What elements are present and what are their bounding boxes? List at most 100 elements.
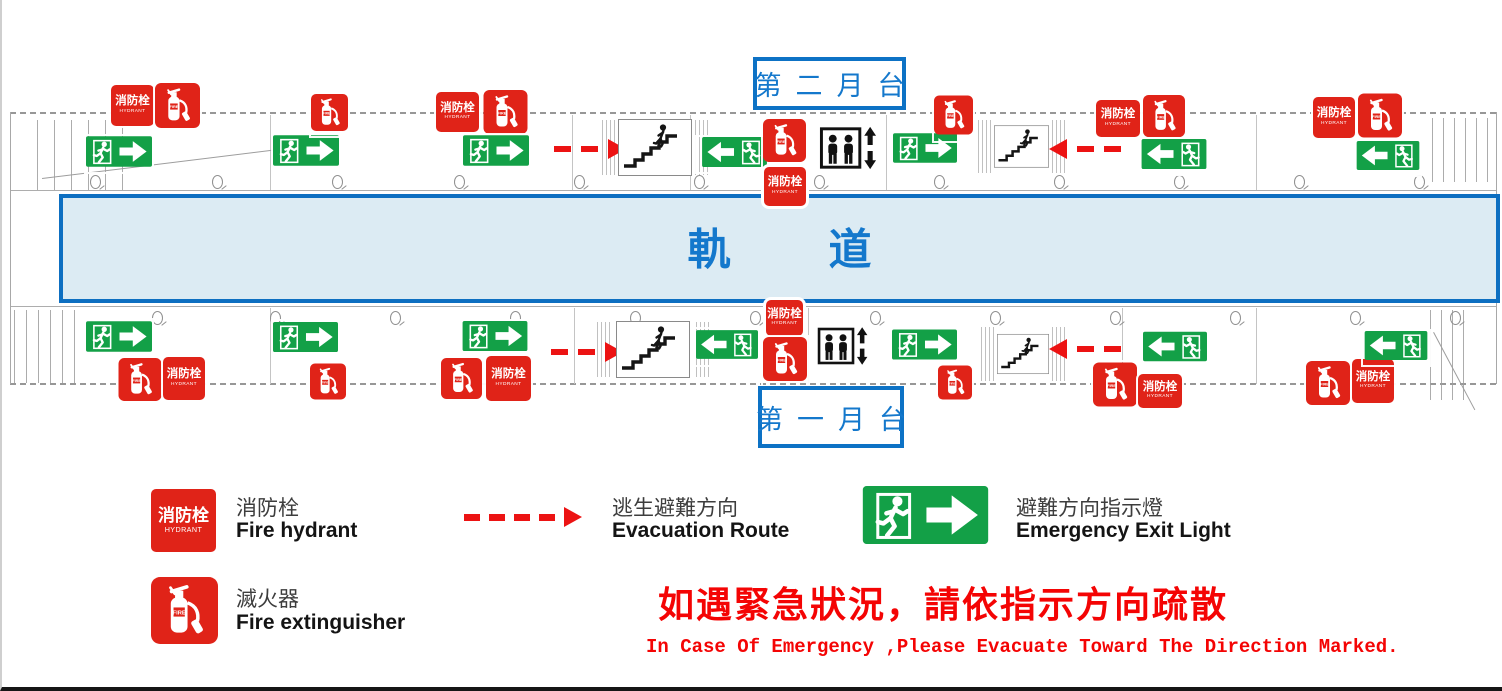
svg-text:FIRE: FIRE	[949, 381, 956, 385]
evacuation-arrow-right	[554, 139, 626, 159]
fire-extinguisher-graphic: FIRE	[1306, 361, 1350, 405]
fire-extinguisher-graphic: FIRE	[483, 90, 528, 134]
hydrant-en-label: HYDRANT	[119, 108, 146, 114]
legend-emergency-exit-light-icon	[859, 486, 992, 549]
exit-light-sign-left	[1143, 331, 1207, 367]
hydrant-zh-label: 消防栓	[158, 506, 209, 526]
elevator-icon	[816, 324, 870, 373]
svg-text:FIRE: FIRE	[132, 379, 141, 383]
hydrant-zh-label: 消防栓	[1355, 370, 1391, 383]
fire-extinguisher-graphic: FIRE	[1358, 93, 1402, 138]
fire-hydrant-sign: 消防栓 HYDRANT	[486, 356, 531, 401]
exit-light-sign-right	[273, 321, 338, 358]
route-dash	[1104, 346, 1121, 352]
plan-line	[10, 190, 1497, 191]
plan-line	[886, 115, 887, 190]
svg-text:FIRE: FIRE	[323, 112, 330, 116]
exit-light-graphic	[1356, 141, 1420, 170]
fire-hydrant-sign: 消防栓 HYDRANT	[766, 300, 803, 336]
svg-text:FIRE: FIRE	[454, 378, 463, 382]
plan-line	[1256, 308, 1257, 384]
plan-line	[1430, 310, 1474, 400]
elevator-graphic	[816, 325, 870, 367]
fire-extinguisher-sign: FIRE	[934, 94, 973, 141]
plan-line	[572, 115, 573, 190]
hydrant-en-label: HYDRANT	[771, 321, 798, 327]
legend-fire-extinguisher-zh: 滅火器	[236, 588, 299, 611]
hydrant-en-label: HYDRANT	[171, 381, 197, 387]
fire-extinguisher-graphic: FIRE	[310, 363, 346, 400]
plan-line	[574, 175, 585, 189]
exit-light-graphic	[892, 329, 957, 360]
plan-line	[574, 308, 575, 384]
warning-chinese: 如遇緊急狀況，請依指示方向疏散	[658, 584, 1229, 626]
fire-extinguisher-sign: FIRE	[1093, 362, 1137, 412]
elevator-icon	[818, 124, 879, 177]
plan-line	[1122, 308, 1123, 384]
stairs-icon	[613, 321, 693, 383]
hydrant-en-label: HYDRANT	[1105, 121, 1131, 127]
fire-extinguisher-graphic: FIRE	[311, 94, 348, 131]
exit-light-graphic	[273, 321, 338, 353]
fire-hydrant-sign: 消防栓 HYDRANT	[1313, 97, 1355, 138]
plan-line	[212, 175, 223, 189]
exit-light-sign-right	[273, 135, 339, 171]
plan-line	[454, 175, 465, 189]
route-dash	[578, 349, 595, 355]
stairs-icon	[618, 119, 692, 181]
stairs-graphic	[994, 125, 1049, 168]
route-dash	[1077, 346, 1094, 352]
legend-fire-hydrant-icon: 消防栓 HYDRANT	[151, 489, 216, 552]
track-label: 軌道	[687, 226, 970, 275]
exit-light-graphic	[463, 135, 529, 166]
platform-2-label: 第二月台	[753, 57, 906, 110]
plan-line	[934, 175, 945, 189]
exit-light-graphic	[273, 135, 339, 166]
fire-hydrant-sign: 消防栓 HYDRANT	[1138, 374, 1182, 408]
svg-text:FIRE: FIRE	[777, 359, 786, 363]
svg-text:FIRE: FIRE	[498, 112, 507, 116]
hydrant-en-label: HYDRANT	[495, 381, 522, 387]
fire-extinguisher-sign: FIRE	[938, 364, 972, 406]
svg-text:FIRE: FIRE	[170, 104, 179, 109]
evacuation-arrow-left	[1049, 339, 1131, 359]
svg-text:FIRE: FIRE	[947, 114, 955, 118]
fire-extinguisher-graphic: FIRE	[441, 358, 482, 399]
fire-extinguisher-sign: FIRE	[155, 83, 200, 133]
svg-text:FIRE: FIRE	[1107, 384, 1116, 388]
exit-light-graphic	[1141, 139, 1207, 169]
platform-2-label-text: 第二月台	[754, 71, 919, 101]
exit-light-sign-left	[1141, 139, 1207, 174]
fire-extinguisher-sign: FIRE	[1306, 361, 1350, 410]
fire-extinguisher-sign: FIRE	[1358, 93, 1402, 143]
hydrant-zh-label: 消防栓	[1100, 108, 1136, 121]
legend-emergency-exit-light-en: Emergency Exit Light	[1016, 519, 1231, 542]
plan-line	[990, 311, 1001, 325]
exit-light-sign-left	[697, 137, 772, 172]
hydrant-zh-label: 消防栓	[1142, 380, 1178, 393]
plan-line	[1174, 175, 1185, 189]
legend-evacuation-route-en: Evacuation Route	[612, 519, 790, 542]
exit-light-sign-right	[892, 328, 957, 366]
exit-light-sign-right	[893, 132, 957, 169]
plan-line	[90, 175, 101, 189]
stairs-graphic	[618, 119, 692, 176]
plan-line	[1256, 115, 1257, 190]
hydrant-en-label: HYDRANT	[1321, 120, 1347, 126]
plan-line	[270, 115, 271, 190]
stairs-graphic	[997, 333, 1049, 375]
fire-extinguisher-graphic: FIRE	[1143, 95, 1185, 137]
plan-line	[332, 175, 343, 189]
plan-line	[870, 311, 881, 325]
exit-light-graphic	[86, 321, 152, 352]
plan-line	[808, 308, 809, 384]
fire-extinguisher-graphic: FIRE	[118, 358, 162, 401]
plan-line	[1230, 311, 1241, 325]
route-arrowhead	[1049, 139, 1067, 159]
plan-line	[750, 311, 761, 325]
stairs-graphic	[616, 321, 690, 378]
fire-extinguisher-graphic: FIRE	[938, 365, 972, 400]
hydrant-zh-label: 消防栓	[440, 101, 475, 114]
legend-fire-hydrant-en: Fire hydrant	[236, 519, 358, 542]
